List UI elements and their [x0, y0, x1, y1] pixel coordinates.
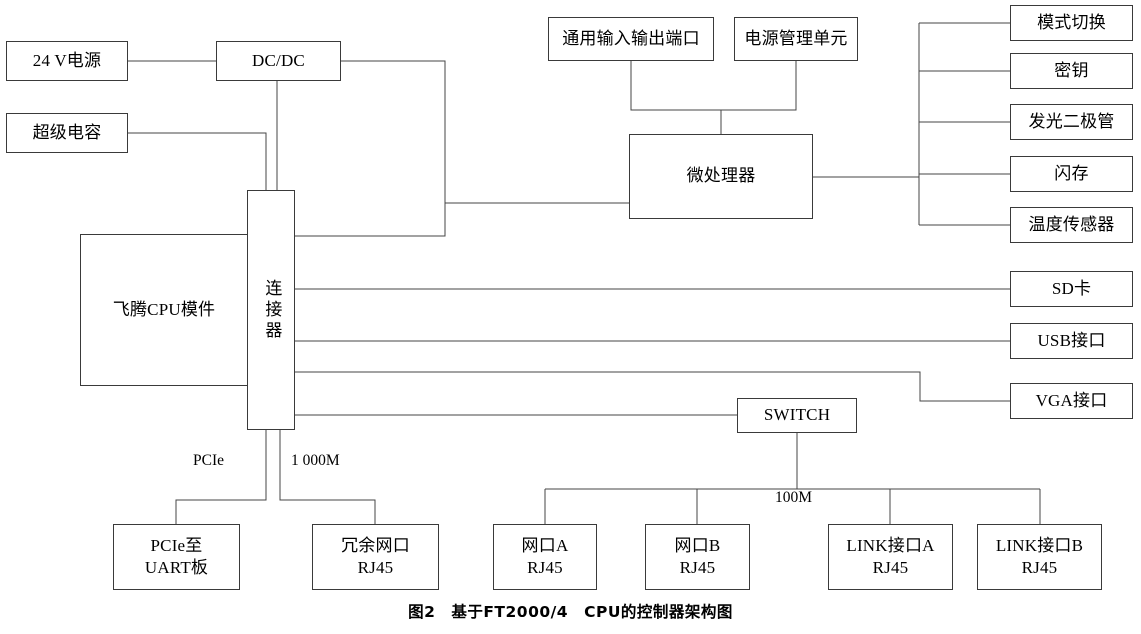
node-led-label: 发光二极管: [1028, 111, 1115, 131]
node-switch[interactable]: SWITCH: [737, 398, 857, 433]
wire-pmu-to-mcu: [721, 61, 797, 111]
figure-caption: 图2 基于FT2000/4 CPU的控制器架构图: [408, 603, 733, 621]
node-vga-port[interactable]: VGA接口: [1010, 383, 1133, 419]
node-link-port-a[interactable]: LINK接口A RJ45: [828, 524, 953, 590]
node-gpio-label: 通用输入输出端口: [562, 28, 700, 48]
node-secret-key-label: 密钥: [1054, 60, 1089, 80]
node-link-port-b-line2: RJ45: [1021, 558, 1058, 577]
node-network-port-a-line1: 网口A: [521, 535, 569, 555]
wire-connector-to-redundant-net: [279, 430, 376, 524]
wire-connector-to-vga: [295, 371, 1010, 402]
wire-gpio-to-mcu: [630, 61, 722, 134]
node-cpu-module[interactable]: 飞腾CPU模件: [80, 234, 248, 386]
wire-connector-to-pcie-uart: [175, 430, 267, 524]
node-network-port-a[interactable]: 网口A RJ45: [493, 524, 597, 590]
node-link-port-a-line1: LINK接口A: [846, 535, 935, 555]
edge-label-100m: 100M: [775, 489, 813, 506]
node-led[interactable]: 发光二极管: [1010, 104, 1133, 140]
node-network-port-b-line1: 网口B: [674, 535, 721, 555]
node-connector[interactable]: 连接器: [247, 190, 295, 430]
node-power-management-unit-label: 电源管理单元: [744, 28, 848, 48]
edge-label-pcie: PCIe: [193, 452, 224, 469]
node-supercapacitor-label: 超级电容: [32, 122, 102, 142]
node-usb-port-label: USB接口: [1037, 330, 1106, 350]
node-cpu-module-label: 飞腾CPU模件: [112, 299, 216, 319]
wire-connector-to-mcu: [295, 203, 446, 237]
node-link-port-b[interactable]: LINK接口B RJ45: [977, 524, 1102, 590]
node-supercapacitor[interactable]: 超级电容: [6, 113, 128, 153]
wire-dcdc-to-mcu: [341, 60, 629, 204]
node-dcdc[interactable]: DC/DC: [216, 41, 341, 81]
node-switch-label: SWITCH: [763, 405, 831, 425]
node-flash-label: 闪存: [1054, 163, 1089, 183]
node-usb-port[interactable]: USB接口: [1010, 323, 1133, 359]
node-network-port-a-line2: RJ45: [527, 558, 563, 577]
node-redundant-network-port-line2: RJ45: [357, 558, 394, 577]
node-power-management-unit[interactable]: 电源管理单元: [734, 17, 858, 61]
node-pcie-to-uart-board[interactable]: PCIe至 UART板: [113, 524, 240, 590]
node-temperature-sensor[interactable]: 温度传感器: [1010, 207, 1133, 243]
node-network-port-b[interactable]: 网口B RJ45: [645, 524, 750, 590]
node-mode-switch[interactable]: 模式切换: [1010, 5, 1133, 41]
node-link-port-b-line1: LINK接口B: [995, 535, 1084, 555]
node-redundant-network-port-line1: 冗余网口: [341, 535, 410, 555]
node-redundant-network-port[interactable]: 冗余网口 RJ45: [312, 524, 439, 590]
node-vga-port-label: VGA接口: [1035, 390, 1108, 410]
node-link-port-a-line2: RJ45: [872, 558, 909, 577]
node-sd-card-label: SD卡: [1051, 278, 1092, 298]
node-secret-key[interactable]: 密钥: [1010, 53, 1133, 89]
node-pcie-to-uart-board-line1: PCIe至: [150, 535, 203, 555]
node-gpio[interactable]: 通用输入输出端口: [548, 17, 714, 61]
node-microprocessor-label: 微处理器: [686, 166, 756, 186]
node-network-port-b-line2: RJ45: [679, 558, 716, 577]
node-dcdc-label: DC/DC: [252, 50, 305, 70]
node-pcie-to-uart-board-line2: UART板: [144, 558, 209, 577]
wire-supercap-to-connector: [128, 132, 267, 190]
node-sd-card[interactable]: SD卡: [1010, 271, 1133, 307]
node-flash[interactable]: 闪存: [1010, 156, 1133, 192]
node-microprocessor[interactable]: 微处理器: [629, 134, 813, 219]
node-connector-label: 连接器: [262, 278, 282, 342]
node-24v-power[interactable]: 24 V电源: [6, 41, 128, 81]
node-24v-power-label: 24 V电源: [32, 50, 102, 70]
node-temperature-sensor-label: 温度传感器: [1028, 214, 1115, 234]
edge-label-1000m: 1 000M: [291, 452, 340, 469]
node-mode-switch-label: 模式切换: [1037, 12, 1106, 32]
